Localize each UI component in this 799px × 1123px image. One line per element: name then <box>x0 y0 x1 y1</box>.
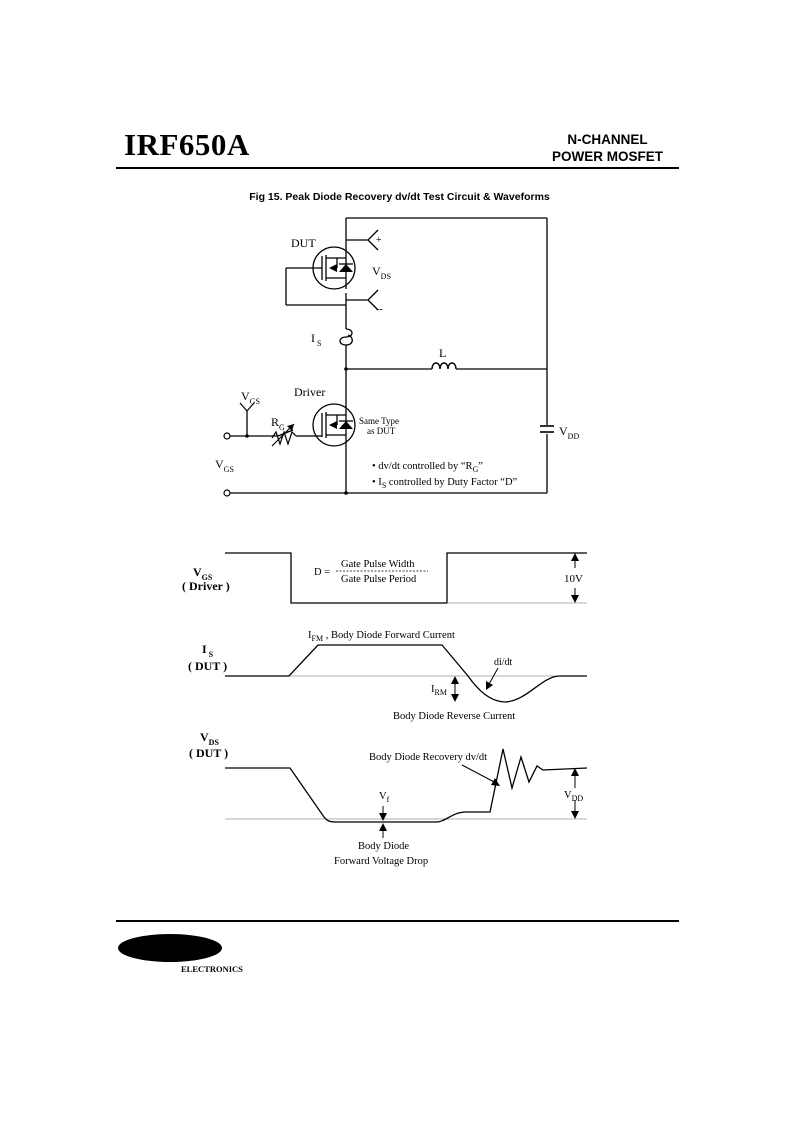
wave-driver-tag: ( Driver ) <box>182 579 230 593</box>
vgs-gate-label: VGS <box>241 389 260 406</box>
dut-label: DUT <box>291 236 316 250</box>
minus-terminal: -- <box>376 304 383 315</box>
wave-is-tag: ( DUT ) <box>188 659 227 673</box>
forward-drop-line2: Forward Voltage Drop <box>334 856 428 867</box>
duty-denominator: Gate Pulse Period <box>341 574 417 585</box>
didt-label: di/dt <box>494 657 513 668</box>
vdd-wave-label: VDD <box>564 790 583 803</box>
driver-label: Driver <box>294 385 325 399</box>
wave-vds-tag: ( DUT ) <box>189 746 228 760</box>
vf-label: Vf <box>379 791 390 804</box>
vds-waveform <box>225 748 588 823</box>
device-type-line1: N-CHANNEL <box>567 132 648 147</box>
rg-label: RG <box>271 415 285 432</box>
vdd-source-label: VDD <box>559 424 579 441</box>
vds-label: VDS <box>372 264 391 281</box>
vgs-input-label: VGS <box>215 457 234 474</box>
irm-label: IRM <box>431 684 447 697</box>
footer-rule <box>116 920 679 922</box>
same-type-line1: Same Type <box>359 416 399 426</box>
same-type-line2: as DUT <box>367 426 396 436</box>
reverse-current-label: Body Diode Reverse Current <box>393 711 515 722</box>
wave-vgs-label: VGS <box>193 565 213 582</box>
division-text: ELECTRONICS <box>181 964 243 974</box>
samsung-logo: SAMSUNG ELECTRONICS <box>117 931 247 975</box>
device-type-line2: POWER MOSFET <box>552 149 663 164</box>
vgs-waveform <box>225 552 587 604</box>
header-rule <box>116 167 679 169</box>
inductor-label: L <box>439 346 446 360</box>
recovery-dvdt-label: Body Diode Recovery dv/dt <box>369 752 487 763</box>
is-waveform <box>225 644 587 703</box>
device-type: N-CHANNEL POWER MOSFET <box>552 131 663 165</box>
brand-text: SAMSUNG <box>133 942 207 956</box>
duty-prefix: D = <box>314 567 330 578</box>
duty-numerator: Gate Pulse Width <box>341 559 415 570</box>
ifm-label: IFM , Body Diode Forward Current <box>308 630 455 643</box>
forward-drop-line1: Body Diode <box>358 841 409 852</box>
figure-title: Fig 15. Peak Diode Recovery dv/dt Test C… <box>249 191 550 203</box>
wave-vds-label: VDS <box>200 730 219 747</box>
note-dvdt: • dv/dt controlled by “RG” <box>372 461 483 474</box>
note-duty: • IS controlled by Duty Factor “D” <box>372 477 518 490</box>
plus-terminal: + <box>376 235 382 246</box>
part-number: IRF650A <box>124 127 250 162</box>
voltage-10v: 10V <box>564 573 583 585</box>
